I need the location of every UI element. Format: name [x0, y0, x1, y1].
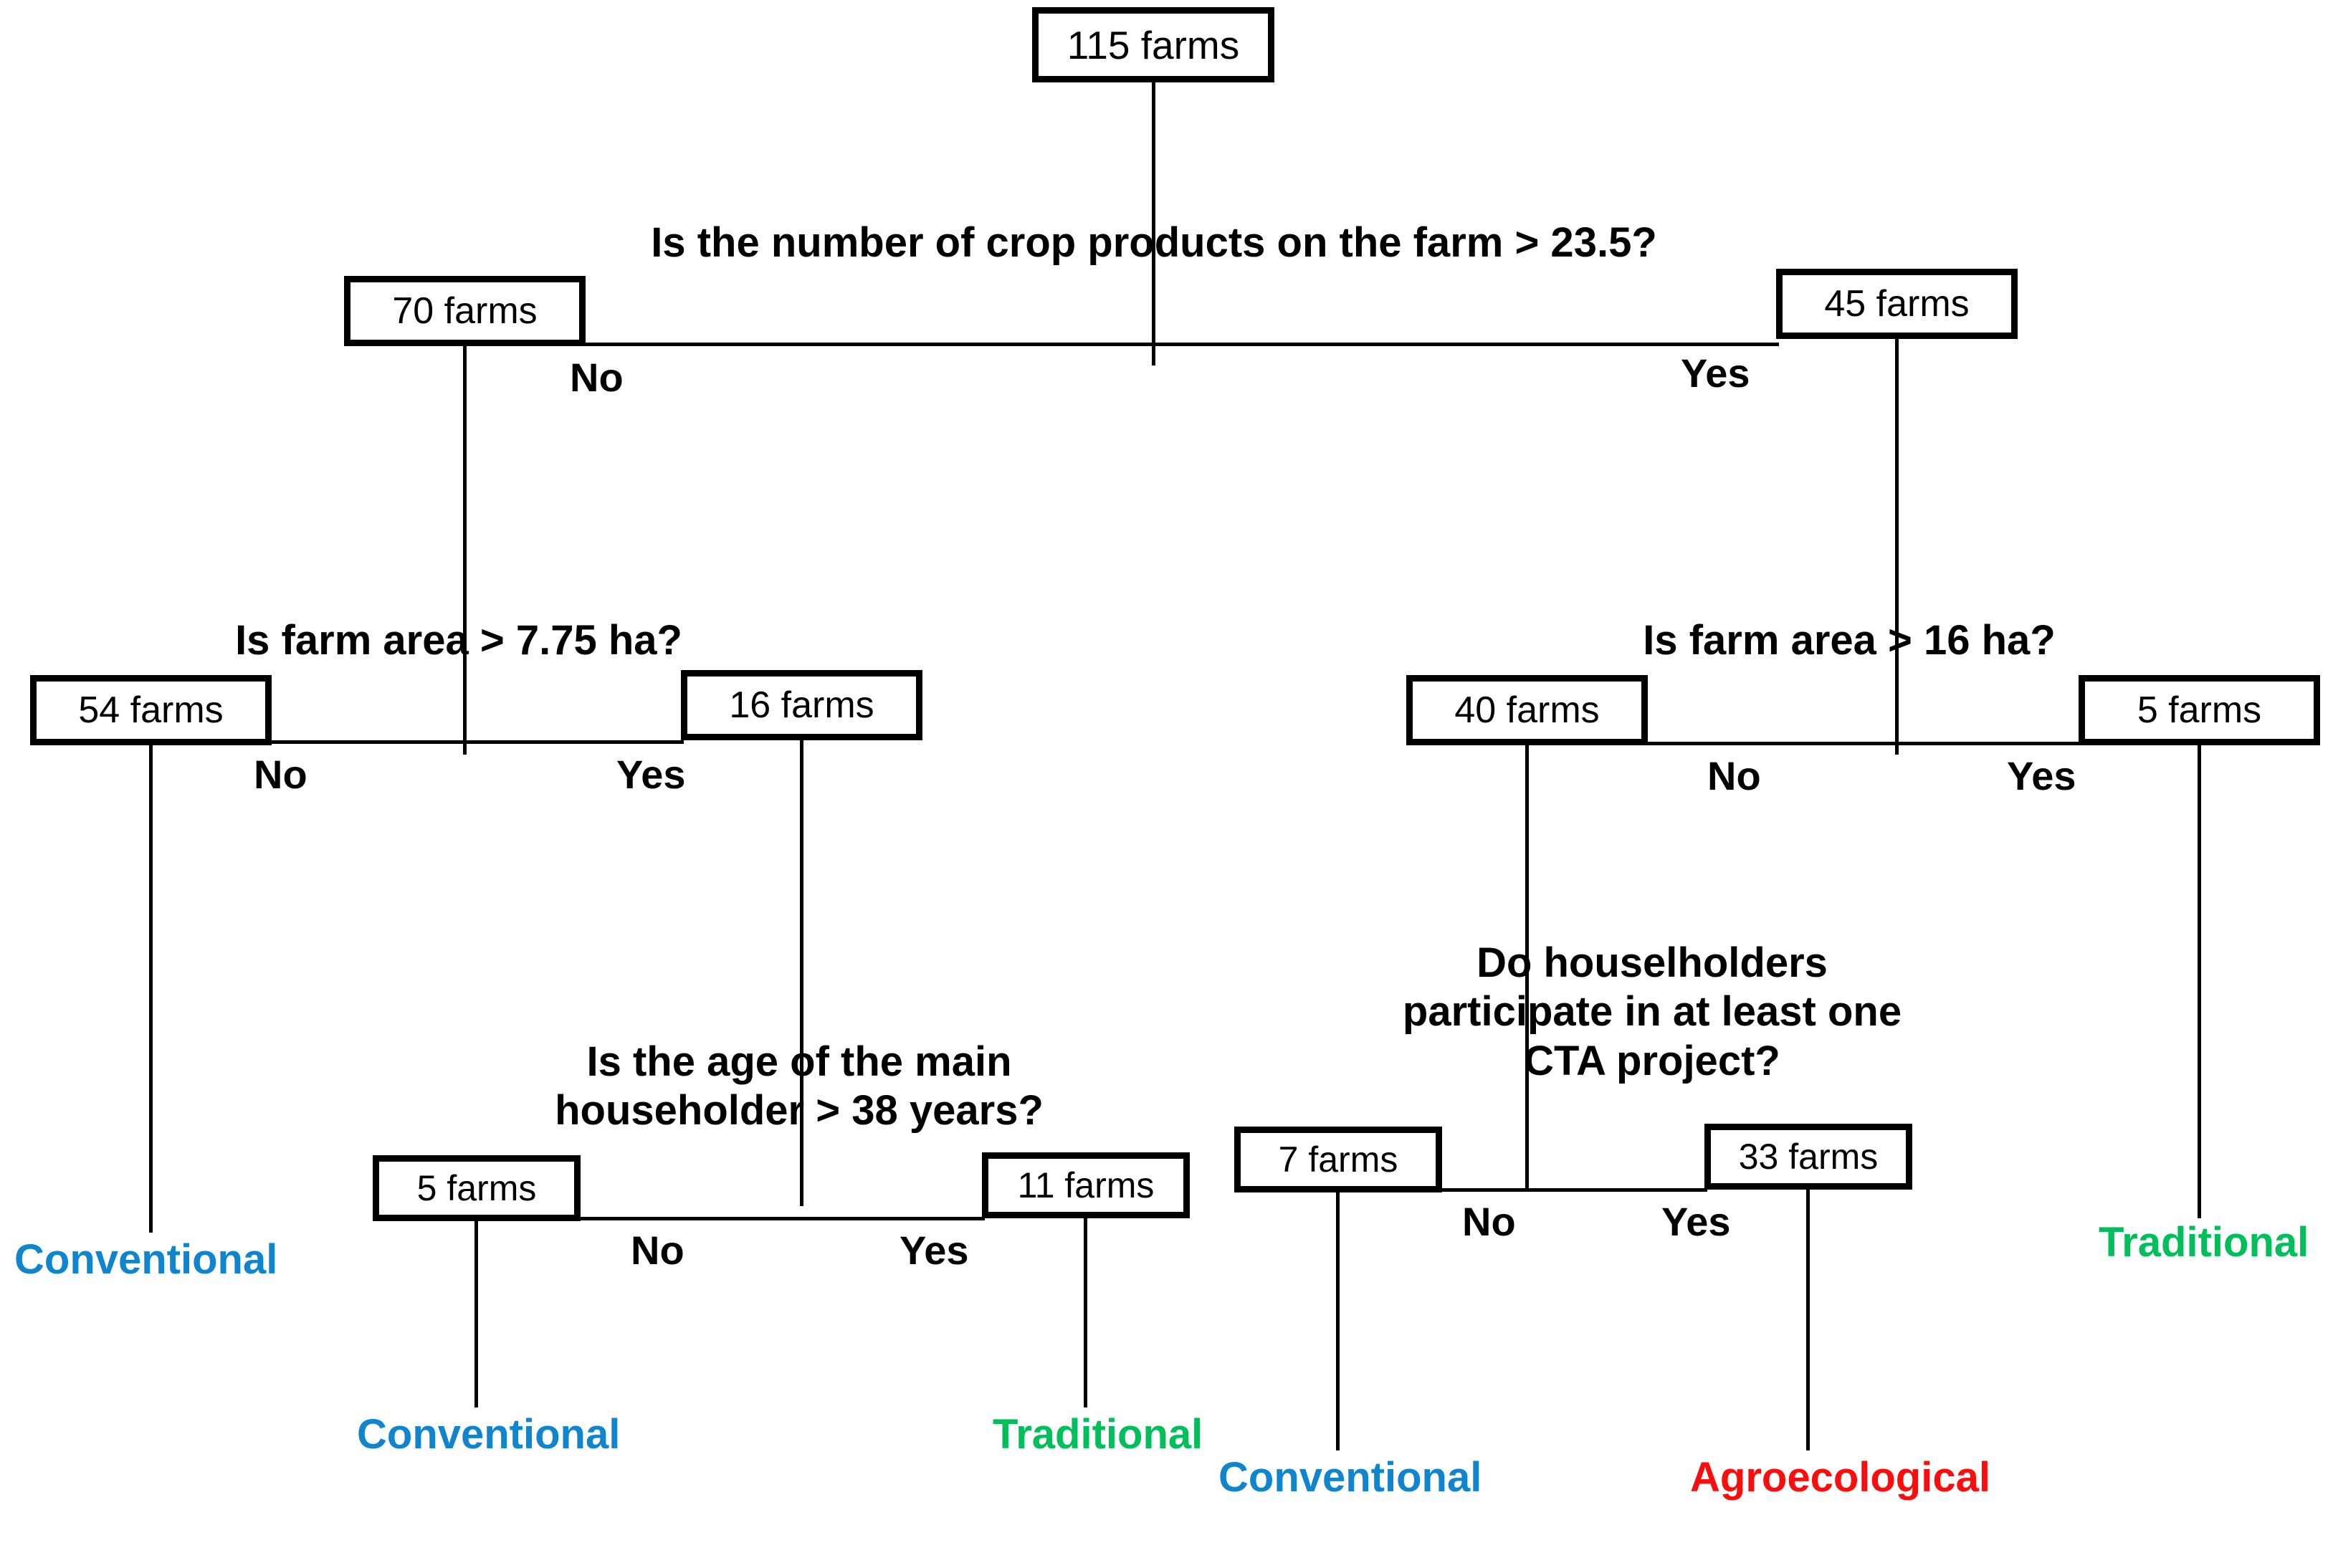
node-16-farms: 16 farms — [681, 670, 922, 740]
question-farm-area-775: Is farm area > 7.75 ha? — [235, 617, 682, 664]
edge-5l-to-leaf — [474, 1220, 478, 1407]
branch-label-q2-no: No — [254, 752, 307, 797]
leaf-label-agroecological-33: Agroecological — [1690, 1454, 1990, 1501]
leaf-label-traditional-5: Traditional — [2099, 1219, 2309, 1266]
edge-5r-to-leaf — [2198, 745, 2201, 1218]
edge-q3-horizontal — [1646, 742, 2081, 745]
node-label: 11 farms — [1017, 1165, 1155, 1205]
node-label: 5 farms — [416, 1168, 537, 1208]
edge-70-to-q2 — [463, 346, 467, 755]
edge-33-to-leaf — [1806, 1188, 1810, 1450]
node-label: 33 farms — [1738, 1137, 1879, 1177]
branch-label-q3-no: No — [1707, 753, 1761, 798]
branch-label-q3-yes: Yes — [2007, 753, 2076, 798]
edge-root-to-q1 — [1152, 82, 1155, 365]
node-label: 16 farms — [729, 684, 874, 726]
node-label: 54 farms — [78, 689, 224, 731]
branch-label-q1-no: No — [570, 355, 624, 400]
node-label: 45 farms — [1824, 283, 1970, 325]
leaf-label-traditional-11: Traditional — [993, 1411, 1203, 1458]
edge-q2-horizontal — [269, 740, 684, 744]
node-5-farms-left: 5 farms — [373, 1155, 581, 1221]
node-label: 7 farms — [1278, 1139, 1398, 1180]
branch-label-q5-no: No — [1462, 1199, 1516, 1244]
edge-q5-horizontal — [1439, 1188, 1707, 1192]
question-crop-products: Is the number of crop products on the fa… — [651, 219, 1657, 266]
node-label: 5 farms — [2137, 689, 2262, 731]
edge-40-to-q5 — [1525, 745, 1529, 1190]
edge-7-to-leaf — [1336, 1191, 1340, 1450]
node-label: 115 farms — [1067, 22, 1240, 67]
question-householder-age: Is the age of the main householder > 38 … — [555, 1038, 1044, 1134]
branch-label-q1-yes: Yes — [1681, 350, 1750, 396]
branch-label-q4-yes: Yes — [900, 1228, 969, 1273]
node-70-farms: 70 farms — [344, 276, 586, 346]
node-33-farms: 33 farms — [1704, 1124, 1912, 1190]
node-45-farms: 45 farms — [1776, 269, 2018, 339]
edge-q1-horizontal — [583, 343, 1779, 346]
edge-11-to-leaf — [1084, 1217, 1087, 1407]
edge-45-to-q3 — [1895, 339, 1899, 755]
leaf-label-conventional-5: Conventional — [357, 1411, 621, 1458]
node-root-115-farms: 115 farms — [1032, 7, 1274, 82]
branch-label-q2-yes: Yes — [616, 752, 686, 797]
question-cta-project: Do houselholders participate in at least… — [1402, 940, 1902, 1084]
node-label: 70 farms — [392, 290, 538, 332]
question-farm-area-16: Is farm area > 16 ha? — [1643, 617, 2056, 664]
edge-q4-horizontal — [578, 1217, 985, 1220]
node-54-farms: 54 farms — [30, 675, 272, 745]
node-11-farms: 11 farms — [982, 1152, 1190, 1218]
node-label: 40 farms — [1454, 689, 1600, 731]
leaf-label-conventional-54: Conventional — [14, 1236, 278, 1283]
leaf-label-conventional-7: Conventional — [1218, 1454, 1482, 1501]
branch-label-q4-no: No — [631, 1228, 684, 1273]
edge-54-to-leaf — [149, 745, 153, 1233]
node-40-farms: 40 farms — [1406, 675, 1648, 745]
node-5-farms-right: 5 farms — [2079, 675, 2320, 745]
edge-16-to-q4 — [800, 740, 803, 1206]
node-7-farms: 7 farms — [1234, 1127, 1442, 1192]
branch-label-q5-yes: Yes — [1661, 1199, 1731, 1244]
